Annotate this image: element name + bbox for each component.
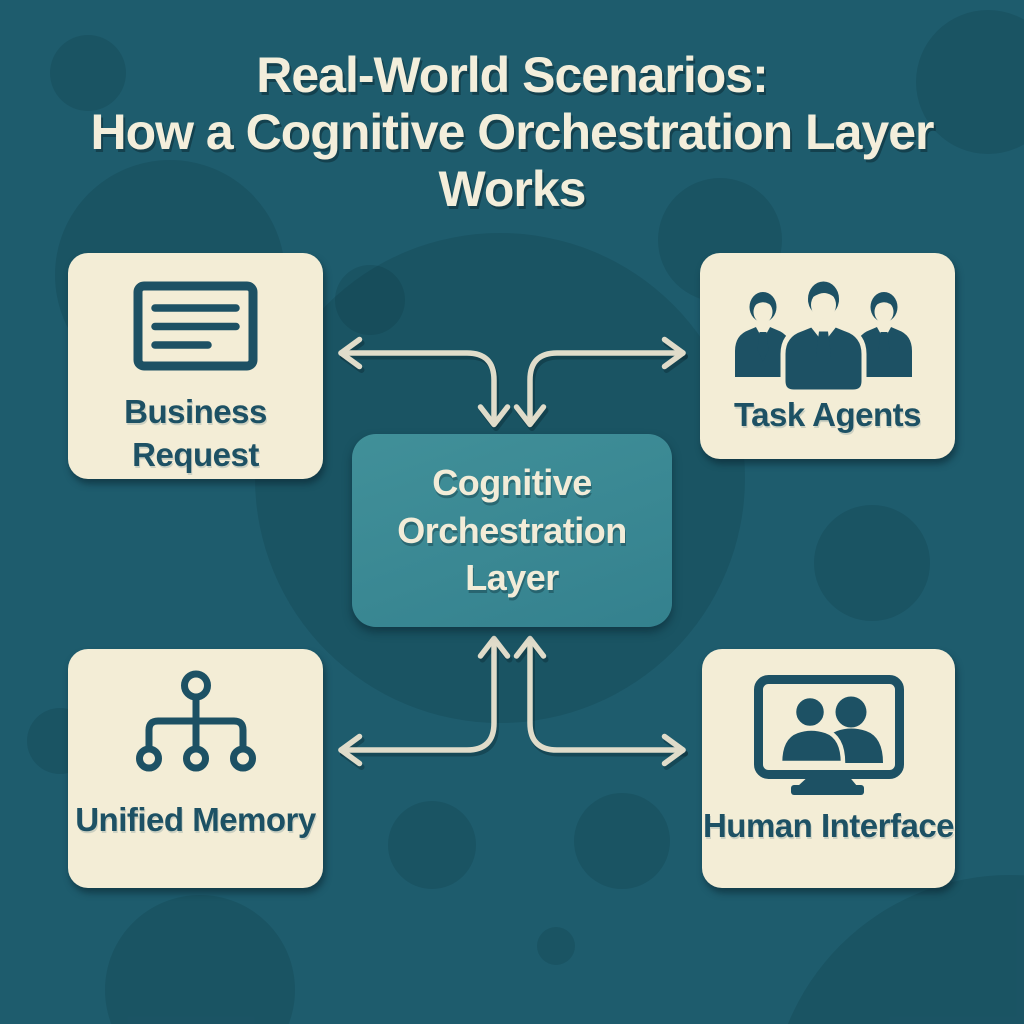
node-unified-memory: Unified Memory	[68, 649, 323, 888]
arrow-unified-memory-center	[338, 635, 511, 767]
background-blob	[335, 265, 405, 335]
arrowhead-right-icon	[661, 336, 686, 370]
person-head	[835, 696, 866, 728]
arrowhead-down-icon	[477, 404, 511, 428]
monitor-people-icon	[753, 675, 904, 795]
title-line-3: Works	[438, 161, 587, 217]
background-blob	[50, 35, 126, 111]
background-blob	[388, 801, 476, 889]
arrowhead-up-icon	[477, 635, 511, 659]
background-blob	[574, 793, 670, 889]
tree-hierarchy-icon	[135, 670, 256, 772]
node-label: Human Interface	[702, 807, 955, 844]
arrowhead-down-icon	[513, 404, 547, 428]
people-group-icon	[734, 277, 912, 393]
arrowhead-right-icon	[661, 733, 686, 767]
node-business-request: Business Request	[68, 253, 323, 479]
arrowhead-left-icon	[338, 733, 363, 767]
page-title: Real-World Scenarios: How a Cognitive Or…	[0, 47, 1024, 218]
node-label: Business Request	[124, 393, 267, 473]
arrow-business-request-center	[338, 336, 511, 428]
person-left	[734, 292, 791, 377]
background-blob	[916, 10, 1024, 154]
node-task-agents: Task Agents	[700, 253, 955, 459]
title-line-2: How a Cognitive Orchestration Layer	[90, 104, 935, 160]
arrowhead-left-icon	[338, 336, 363, 370]
title-line-1: Real-World Scenarios:	[256, 47, 769, 103]
node-human-interface: Human Interface	[702, 649, 955, 888]
background-blob	[537, 927, 575, 965]
center-label-line-2: Orchestration	[397, 509, 627, 551]
node-label: Unified Memory	[75, 801, 316, 838]
arrowhead-up-icon	[513, 635, 547, 659]
center-label-line-1: Cognitive	[432, 462, 592, 504]
node-cognitive-orchestration-layer: Cognitive Orchestration Layer	[352, 434, 672, 627]
node-label: Task Agents	[733, 396, 922, 433]
person-center	[780, 277, 866, 393]
center-label-line-3: Layer	[465, 557, 559, 599]
document-icon	[133, 281, 258, 371]
person-head	[791, 693, 828, 731]
arrow-center-human-interface	[513, 635, 686, 767]
background-blob	[814, 505, 930, 621]
arrow-center-task-agents	[513, 336, 686, 428]
person-right	[855, 292, 912, 377]
